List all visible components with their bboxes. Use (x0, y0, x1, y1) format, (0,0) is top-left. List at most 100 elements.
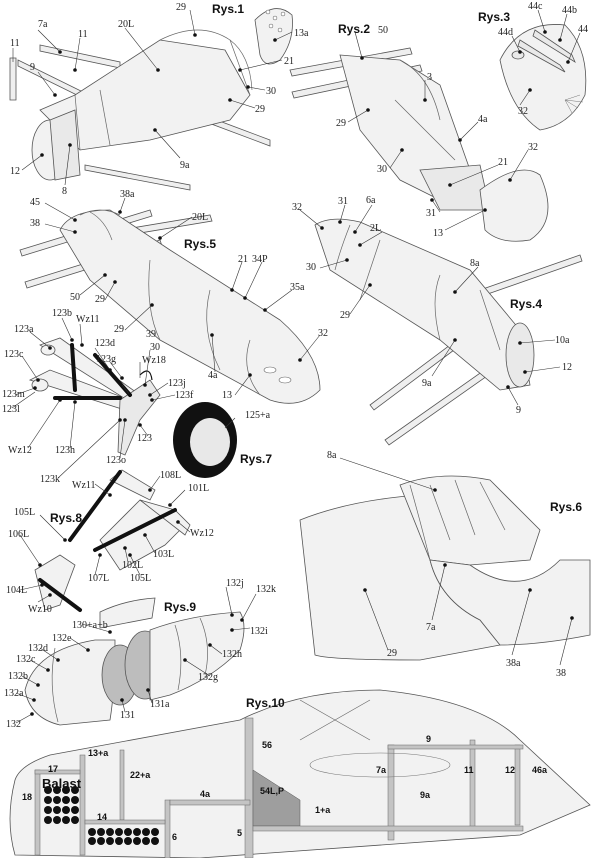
rys7-title: Rys.7 (240, 452, 272, 466)
rys6-label: 38a (506, 658, 521, 669)
rys1-label: 30 (266, 86, 276, 97)
rys7-label: 123a (14, 324, 34, 335)
rys9-label: 131 (120, 710, 135, 721)
rys9-title: Rys.9 (164, 600, 196, 614)
rys6-label: 7a (426, 622, 436, 633)
rys10-label: 12 (505, 765, 515, 775)
rys10-label: 56 (262, 740, 272, 750)
rys7-label: 123c (4, 349, 24, 360)
rys1-label: 11 (10, 38, 20, 49)
rys1-title: Rys.1 (212, 2, 244, 16)
rys7-label: 30 (150, 342, 160, 353)
rys8-label: 105L (14, 507, 35, 518)
rys5-label: 50 (70, 292, 80, 303)
rys7-label: 123o (106, 455, 126, 466)
rys1-label: 29 (255, 104, 265, 115)
rys9-label: 131a (150, 699, 170, 710)
rys2-label: 4a (478, 114, 488, 125)
rys5-label: 13 (222, 390, 232, 401)
rys5-label: 45 (30, 197, 40, 208)
rys6-label: 8a (327, 450, 337, 461)
rys2-label: 30 (377, 164, 387, 175)
rys8-label: Wz12 (190, 528, 214, 539)
rys1-label: 29 (176, 2, 186, 13)
rys5-label: 21 (238, 254, 248, 265)
rys9-label: 132c (16, 654, 36, 665)
rys5-title: Rys.5 (184, 237, 216, 251)
rys4-label: 29 (340, 310, 350, 321)
rys5-label: 38 (30, 218, 40, 229)
rys8-label: Wz11 (72, 480, 96, 491)
figure-rys1: Rys.1 29 13a 20L 7a 11 11 9 21 30 29 12 … (9, 2, 309, 197)
rys7-label: Wz11 (76, 314, 100, 325)
rys7-label: 123 (137, 433, 152, 444)
figure-rys5: Rys.5 45 38a 38 20L 50 29 21 34P 35a 29 … (19, 189, 328, 404)
rys7-label: 39 (146, 329, 156, 340)
rys5-label: 29 (114, 324, 124, 335)
rys4-label: 2L (370, 223, 381, 234)
rys2-title: Rys.2 (338, 22, 370, 36)
rys4-label: 32 (292, 202, 302, 213)
rys7-label: Wz12 (8, 445, 32, 456)
rys1-label: 9a (180, 160, 190, 171)
rys1-label: 21 (284, 56, 294, 67)
rys4-label: 12 (562, 362, 572, 373)
rys8-label: 103L (153, 549, 174, 560)
rys4-label: 6a (366, 195, 376, 206)
rys8-label: 102L (122, 560, 143, 571)
rys9-label: 132e (52, 633, 72, 644)
rys8-label: 104L (6, 585, 27, 596)
rys10-label: 17 (48, 764, 58, 774)
rys7-label: 123m (2, 389, 25, 400)
rys5-label: 34P (252, 254, 268, 265)
rys4-label: 31 (338, 196, 348, 207)
rys9-label: 132b (8, 671, 28, 682)
rys10-label: 6 (172, 832, 177, 842)
rys9-label: 132j (226, 578, 244, 589)
rys9-label: 132 (6, 719, 21, 730)
rys1-label: 7a (38, 19, 48, 30)
rys4-label: 8a (470, 258, 480, 269)
ballast-label: Balast (42, 776, 82, 791)
rys7-label: 123h (55, 445, 75, 456)
rys9-label: 132a (4, 688, 24, 699)
rys4-label: 10a (555, 335, 570, 346)
rys5-label: 32 (318, 328, 328, 339)
rys2-label: 21 (498, 157, 508, 168)
rys9-label: 132g (198, 672, 218, 683)
rys8-title: Rys.8 (50, 511, 82, 525)
rys8-label: 108L (160, 470, 181, 481)
rys9-label: 132h (222, 649, 242, 660)
rys2-label: 50 (378, 25, 388, 36)
rys1-label: 9 (30, 62, 35, 73)
rys7-label: 123k (40, 474, 60, 485)
rys10-title: Rys.10 (246, 696, 285, 710)
rys8-label: 106L (8, 529, 29, 540)
rys9-label: 132i (250, 626, 268, 637)
rys2-label: 32 (528, 142, 538, 153)
rys5-label: 4a (208, 370, 218, 381)
figure-rys6: Rys.6 8a 29 7a 38a 38 (299, 450, 591, 679)
rys10-label: 7a (376, 765, 387, 775)
rys10-label: 54L,P (260, 786, 284, 796)
rys7-label: 125+a (245, 410, 271, 421)
rys4-label: 9a (422, 378, 432, 389)
rys3-label: 44c (528, 1, 543, 12)
rys9-label: 132d (28, 643, 48, 654)
rys1-label: 12 (10, 166, 20, 177)
rys3-label: 44 (578, 24, 588, 35)
rys1-label: 8 (62, 186, 67, 197)
figure-rys9: Rys.9 132j 132k 130+a+b 132i 132e 132d 1… (4, 578, 276, 730)
rys10-label: 14 (97, 812, 107, 822)
rys6-label: 29 (387, 648, 397, 659)
rys2-label: 3 (427, 72, 432, 83)
rys4-label: 9 (516, 405, 521, 416)
rys8-label: 101L (188, 483, 209, 494)
figure-rys10: Rys.10 56 9 13+a 17 22+a 7a 11 12 46a Ba… (9, 689, 591, 858)
rys10-label: 22+a (130, 770, 151, 780)
rys8-label: Wz10 (28, 604, 52, 615)
rys7-label: 123j (168, 378, 186, 389)
figure-rys3: Rys.3 44c 44b 44d 44 32 (478, 1, 588, 131)
rys7-label: 123b (52, 308, 72, 319)
